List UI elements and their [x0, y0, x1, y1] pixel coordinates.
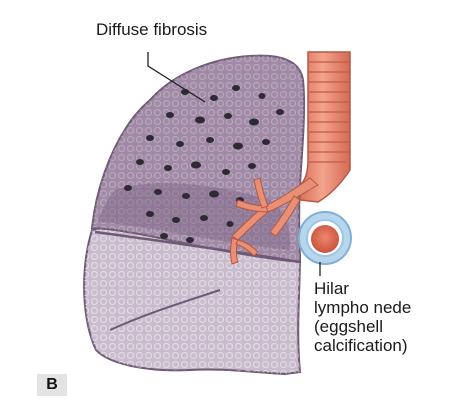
leader-line-fibrosis: [147, 52, 206, 103]
label-line: (eggshell: [314, 317, 383, 336]
label-line: lympho nede: [314, 298, 412, 317]
label-diffuse-fibrosis: Diffuse fibrosis: [96, 20, 208, 39]
lung-lower-fissure: [109, 289, 221, 331]
lung-fissure: [94, 230, 301, 264]
trachea: [299, 51, 351, 203]
lung-base-mesh: [84, 227, 300, 374]
bronchi: [230, 177, 319, 265]
label-line: calcification): [314, 336, 408, 355]
panel-letter: B: [37, 374, 67, 396]
fibrotic-nodules: [124, 85, 284, 243]
label-hilar-lymph-node: Hilar lympho nede (eggshell calcificatio…: [314, 279, 411, 355]
hilar-lymph-node: [298, 211, 352, 265]
label-line: Hilar: [314, 279, 349, 298]
